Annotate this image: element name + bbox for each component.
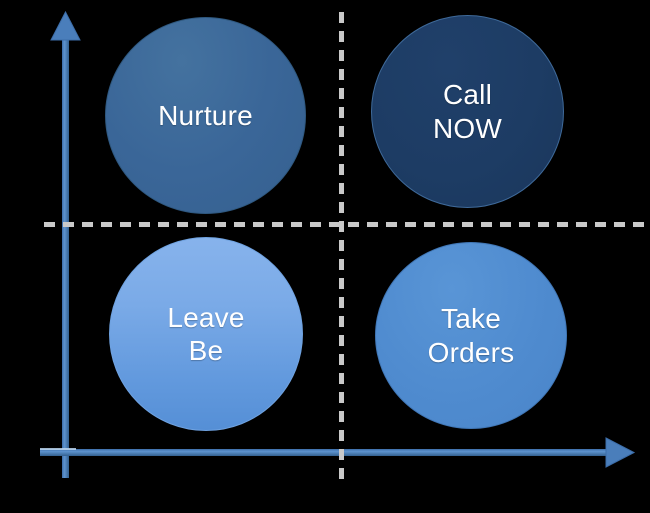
horizontal-divider (44, 222, 650, 227)
y-axis-shaft (62, 30, 69, 478)
bubble-leave-be[interactable]: Leave Be (109, 237, 303, 431)
bubble-nurture[interactable]: Nurture (105, 17, 306, 214)
x-axis-shaft (40, 449, 612, 456)
x-axis-highlight (40, 448, 76, 450)
y-axis-arrowhead (50, 10, 81, 41)
bubble-nurture-label: Nurture (158, 99, 253, 131)
bubble-take-orders[interactable]: Take Orders (375, 242, 567, 429)
vertical-divider (339, 12, 344, 480)
x-axis-arrowhead (605, 437, 636, 468)
bubble-take-orders-label: Take Orders (427, 303, 515, 368)
bubble-call-now[interactable]: Call NOW (371, 15, 564, 208)
bubble-call-now-label: Call NOW (432, 79, 503, 144)
bubble-leave-be-label: Leave Be (167, 301, 245, 366)
